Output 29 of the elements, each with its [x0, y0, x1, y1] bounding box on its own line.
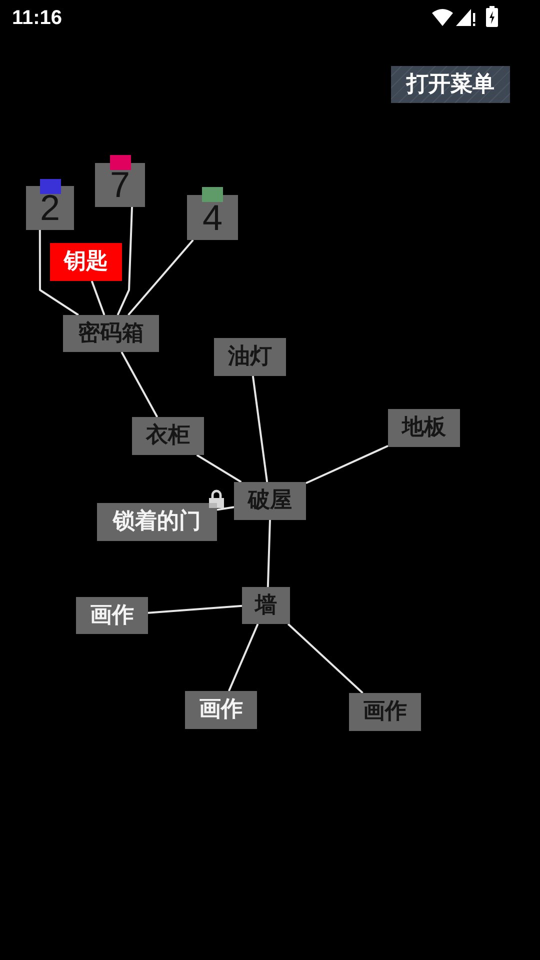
connector-line — [228, 624, 259, 692]
connector-line — [266, 520, 271, 588]
connector-line — [120, 352, 158, 418]
connector-line — [38, 230, 79, 316]
item-box: 衣柜 — [132, 417, 204, 455]
item-box: 地板 — [388, 409, 460, 447]
item-box: 画作 — [185, 691, 257, 729]
connector-line — [216, 506, 234, 511]
status-time: 11:16 — [12, 6, 62, 30]
item-box: 油灯 — [214, 338, 286, 376]
connector-line — [116, 206, 133, 316]
connector-line — [306, 444, 388, 484]
connector-line — [252, 376, 268, 482]
item-box: 钥匙 — [50, 243, 122, 281]
item-box: 画作 — [349, 693, 421, 731]
number-box: 7 — [95, 163, 145, 207]
item-box: 锁着的门 — [97, 503, 217, 541]
connector-line — [287, 623, 364, 694]
number-box: 4 — [187, 195, 238, 240]
connector-line — [148, 604, 242, 614]
menu-button: 打开菜单 — [391, 66, 510, 103]
item-box: 墙 — [242, 587, 290, 624]
item-box: 破屋 — [234, 482, 306, 520]
connector-line — [128, 239, 194, 316]
item-box: 密码箱 — [63, 315, 159, 352]
item-box: 画作 — [76, 597, 148, 634]
number-box: 2 — [26, 186, 74, 230]
connector-line — [196, 454, 242, 483]
connector-line — [90, 280, 106, 316]
